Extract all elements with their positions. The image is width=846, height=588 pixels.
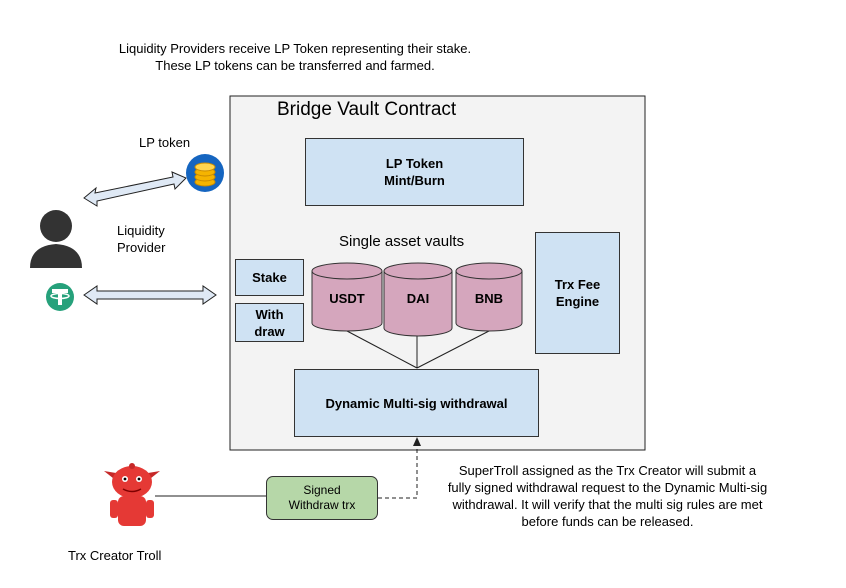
cylinder-connector-lines [346, 330, 490, 369]
signed-box-line2: Withdraw trx [288, 498, 356, 512]
lp-token-label: LP token [139, 135, 191, 150]
bottom-note-line2: fully signed withdrawal request to the D… [447, 480, 768, 495]
cylinder-label-dai: DAI [406, 291, 430, 306]
signed-withdraw-trx-box: Signed Withdraw trx [266, 476, 378, 520]
bottom-note-line4: before funds can be released. [521, 514, 694, 529]
cylinder-label-bnb: BNB [474, 291, 504, 306]
lp-token-box-line1: LP Token [385, 156, 444, 171]
liquidity-provider-label: Liquidity Provider [117, 222, 165, 256]
dynamic-multisig-withdrawal-box: Dynamic Multi-sig withdrawal [294, 369, 539, 437]
lp-token-mint-burn-box: LP Token Mint/Burn [305, 138, 524, 206]
bottom-note: SuperTroll assigned as the Trx Creator w… [420, 462, 795, 530]
fee-engine-line1: Trx Fee [554, 277, 601, 292]
troll-label: Trx Creator Troll [68, 548, 162, 563]
person-icon [30, 210, 82, 268]
cylinder-dai [383, 262, 453, 337]
stake-box-label: Stake [252, 270, 287, 285]
cylinder-label-usdt: USDT [329, 291, 365, 306]
bottom-note-line3: withdrawal. It will verify that the mult… [452, 497, 763, 512]
stake-double-arrow [83, 285, 217, 305]
tether-icon [46, 283, 74, 311]
troll-icon [104, 463, 160, 526]
dashed-connector [378, 437, 421, 499]
multisig-box-label: Dynamic Multi-sig withdrawal [325, 395, 508, 411]
top-note-line2: These LP tokens can be transferred and f… [155, 58, 435, 73]
single-asset-vaults-label: Single asset vaults [339, 233, 465, 250]
signed-box-line1: Signed [303, 483, 341, 497]
top-note-line1: Liquidity Providers receive LP Token rep… [118, 41, 472, 56]
top-note: Liquidity Providers receive LP Token rep… [60, 40, 530, 74]
cylinder-bnb [455, 262, 523, 332]
withdraw-box-line1: With [255, 306, 284, 322]
cylinder-usdt [311, 262, 383, 332]
provider-label-line2: Provider [117, 240, 166, 255]
stake-box: Stake [235, 259, 304, 296]
withdraw-box: With draw [235, 303, 304, 342]
bottom-note-line1: SuperTroll assigned as the Trx Creator w… [458, 463, 757, 478]
provider-label-line1: Liquidity [117, 223, 165, 238]
fee-engine-line2: Engine [555, 294, 600, 309]
lp-token-double-arrow [83, 171, 187, 207]
lp-token-coin-icon [186, 154, 224, 192]
trx-fee-engine-box: Trx Fee Engine [535, 232, 620, 354]
withdraw-box-line2: draw [254, 323, 285, 339]
vault-title: Bridge Vault Contract [277, 99, 457, 120]
lp-token-box-line2: Mint/Burn [384, 173, 445, 188]
